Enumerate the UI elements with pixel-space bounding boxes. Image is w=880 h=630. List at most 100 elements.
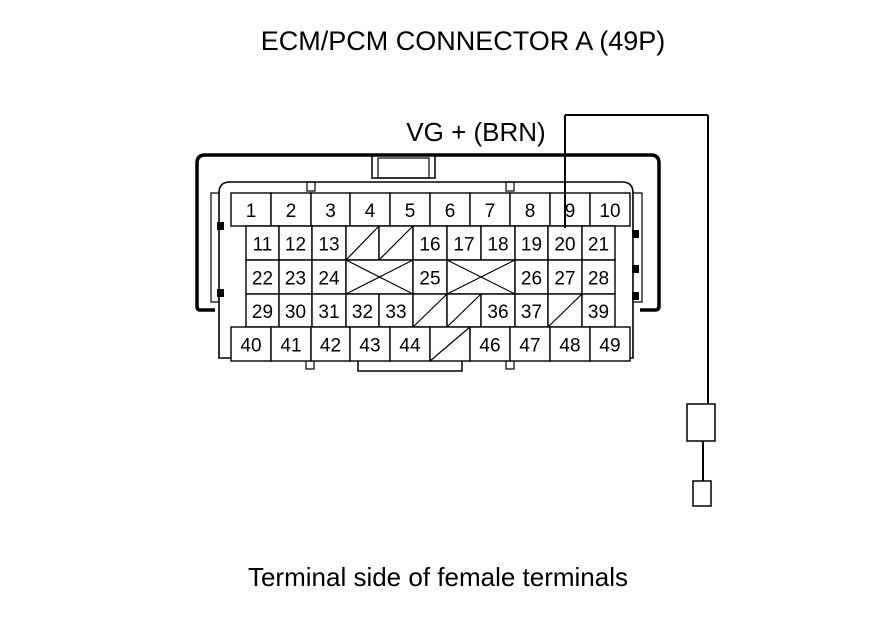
terminal-number: 26 (521, 269, 542, 290)
terminal-number: 3 (325, 201, 336, 222)
terminal-16: 16 (412, 225, 448, 261)
terminal-number: 49 (599, 336, 620, 357)
terminal-number: 13 (318, 235, 339, 256)
terminal-19: 19 (514, 225, 549, 261)
terminal-37: 37 (514, 293, 549, 328)
terminal-32: 32 (345, 293, 380, 328)
terminal-number: 46 (479, 336, 500, 357)
terminal-46: 46 (469, 326, 511, 362)
terminal-number: 39 (588, 302, 609, 323)
terminal-number: 10 (599, 201, 620, 222)
terminal-number: 2 (286, 201, 297, 222)
terminal-30: 30 (278, 293, 313, 328)
terminal-10: 10 (589, 192, 631, 227)
terminal-number: 31 (318, 302, 339, 323)
terminal-23: 23 (278, 259, 313, 295)
terminal-number: 27 (554, 269, 575, 290)
terminal-49: 49 (589, 326, 631, 362)
terminal-20: 20 (547, 225, 583, 261)
terminal-33: 33 (378, 293, 414, 328)
wire-label: VG + (BRN) (406, 117, 545, 147)
blank-terminal (412, 293, 448, 328)
probe-body (686, 403, 716, 442)
terminal-31: 31 (311, 293, 347, 328)
terminal-number: 18 (487, 235, 508, 256)
terminal-number: 43 (359, 336, 380, 357)
terminal-36: 36 (480, 293, 516, 328)
terminal-number: 21 (588, 235, 609, 256)
wire (564, 114, 709, 481)
blank-terminal (547, 293, 583, 328)
terminal-27: 27 (547, 259, 583, 295)
terminal-42: 42 (310, 326, 351, 362)
side-marks (217, 222, 639, 300)
terminal-number: 30 (285, 302, 306, 323)
probe (686, 403, 716, 507)
terminal-5: 5 (389, 192, 431, 227)
terminal-41: 41 (270, 326, 312, 362)
terminal-number: 1 (246, 201, 257, 222)
terminal-number: 8 (525, 201, 536, 222)
terminal-number: 19 (521, 235, 542, 256)
terminal-26: 26 (514, 259, 549, 295)
blank-terminal (429, 326, 471, 362)
terminal-number: 48 (559, 336, 580, 357)
blank-terminal (378, 225, 414, 261)
terminal-2: 2 (270, 192, 312, 227)
terminal-number: 32 (352, 302, 373, 323)
blank-terminal (345, 225, 380, 261)
terminal-6: 6 (429, 192, 471, 227)
terminal-4: 4 (349, 192, 391, 227)
terminal-number: 11 (253, 235, 273, 256)
terminal-number: 7 (485, 201, 496, 222)
terminal-number: 25 (419, 269, 440, 290)
probe-tip (692, 480, 712, 507)
terminal-number: 12 (285, 235, 306, 256)
terminal-21: 21 (581, 225, 616, 261)
terminal-43: 43 (349, 326, 391, 362)
terminal-44: 44 (389, 326, 431, 362)
terminal-number: 20 (554, 235, 575, 256)
terminal-11: 11 (245, 225, 280, 261)
terminal-1: 1 (230, 192, 272, 227)
terminal-7: 7 (469, 192, 511, 227)
blank-terminal (446, 259, 516, 295)
terminal-number: 23 (285, 269, 306, 290)
terminal-24: 24 (311, 259, 347, 295)
terminal-number: 6 (445, 201, 456, 222)
blank-terminal (446, 293, 482, 328)
terminal-number: 9 (565, 201, 576, 222)
terminal-number: 41 (280, 336, 301, 357)
terminal-29: 29 (245, 293, 280, 328)
diagram-title: ECM/PCM CONNECTOR A (49P) (261, 26, 666, 56)
terminal-number: 47 (519, 336, 540, 357)
blank-terminal (345, 259, 414, 295)
terminal-13: 13 (311, 225, 347, 261)
caption: Terminal side of female terminals (248, 562, 628, 592)
terminal-number: 40 (240, 336, 261, 357)
terminal-8: 8 (509, 192, 551, 227)
terminal-number: 33 (385, 302, 406, 323)
terminal-number: 29 (252, 302, 273, 323)
terminal-47: 47 (509, 326, 551, 362)
terminal-40: 40 (230, 326, 272, 362)
terminal-number: 17 (453, 235, 474, 256)
terminal-number: 28 (588, 269, 609, 290)
terminal-number: 5 (405, 201, 416, 222)
terminal-number: 22 (252, 269, 273, 290)
terminal-18: 18 (480, 225, 516, 261)
terminal-48: 48 (549, 326, 591, 362)
terminal-number: 16 (419, 235, 440, 256)
terminal-number: 37 (521, 302, 542, 323)
terminal-number: 4 (365, 201, 376, 222)
terminal-number: 36 (487, 302, 508, 323)
terminal-22: 22 (245, 259, 280, 295)
terminal-39: 39 (581, 293, 616, 328)
terminal-9: 9 (549, 192, 591, 227)
terminal-17: 17 (446, 225, 482, 261)
terminal-number: 44 (399, 336, 421, 357)
terminal-25: 25 (412, 259, 448, 295)
terminal-3: 3 (310, 192, 351, 227)
